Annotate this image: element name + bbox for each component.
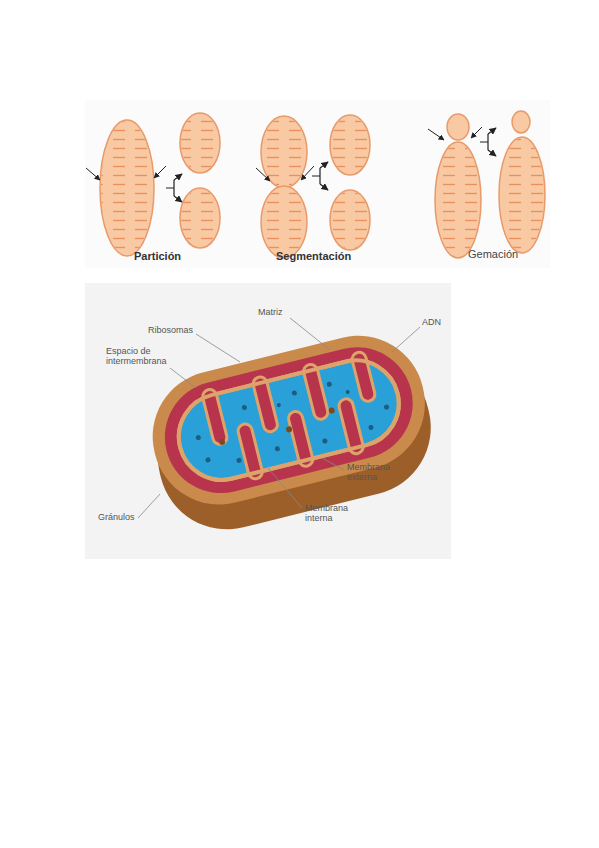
process-label: Segmentación	[276, 250, 351, 263]
part-label: Membrana externa	[347, 462, 407, 483]
panel-ground	[85, 283, 451, 559]
part-label: Espacio de intermembrana	[106, 346, 178, 367]
part-label: Gránulos	[98, 512, 135, 522]
partition-figure	[86, 113, 220, 256]
leader-lines	[138, 318, 420, 518]
process-label: Partición	[134, 250, 181, 263]
segmentation-figure	[256, 115, 370, 258]
budding-figure	[428, 111, 545, 258]
part-label: Ribosomas	[148, 325, 193, 335]
process-label: Gemación	[468, 248, 518, 261]
panel-ground	[85, 100, 550, 268]
part-label: Membrana interna	[305, 503, 365, 524]
part-label: Matriz	[258, 307, 283, 317]
mitochondrion-figure	[139, 322, 446, 544]
part-label: ADN	[422, 317, 441, 327]
